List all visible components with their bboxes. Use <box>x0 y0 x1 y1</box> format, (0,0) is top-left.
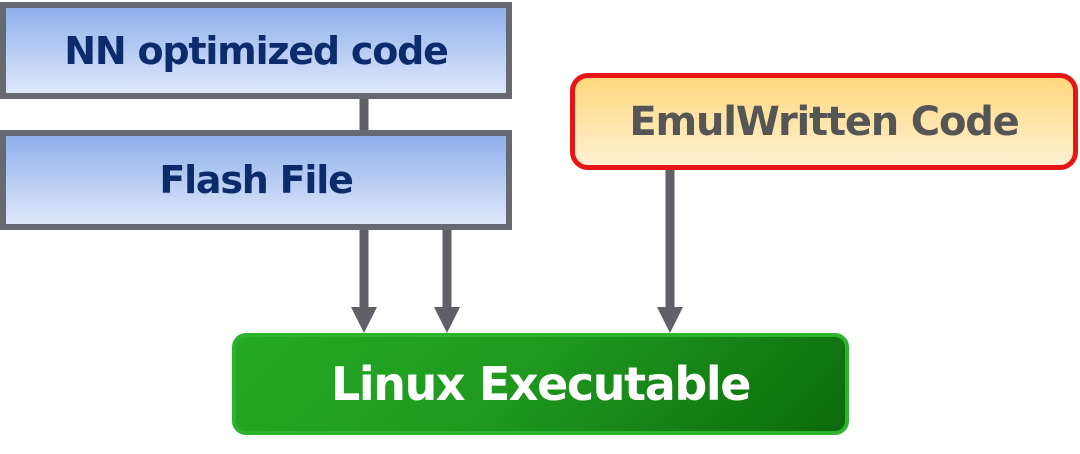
nn-optimized-code-box: NN optimized code <box>0 2 512 99</box>
arrowhead-flash-to-linux-left <box>351 307 377 333</box>
nn-optimized-code-label: NN optimized code <box>64 28 449 73</box>
linux-executable-box: Linux Executable <box>232 333 849 435</box>
arrowhead-emul-to-linux <box>657 307 683 333</box>
flash-file-label: Flash File <box>159 158 354 202</box>
arrowhead-flash-to-linux-right <box>434 307 460 333</box>
emul-written-code-box: EmulWritten Code <box>570 73 1078 170</box>
emul-written-code-label: EmulWritten Code <box>629 98 1019 145</box>
linux-executable-label: Linux Executable <box>330 357 751 411</box>
flash-file-box: Flash File <box>0 130 512 230</box>
